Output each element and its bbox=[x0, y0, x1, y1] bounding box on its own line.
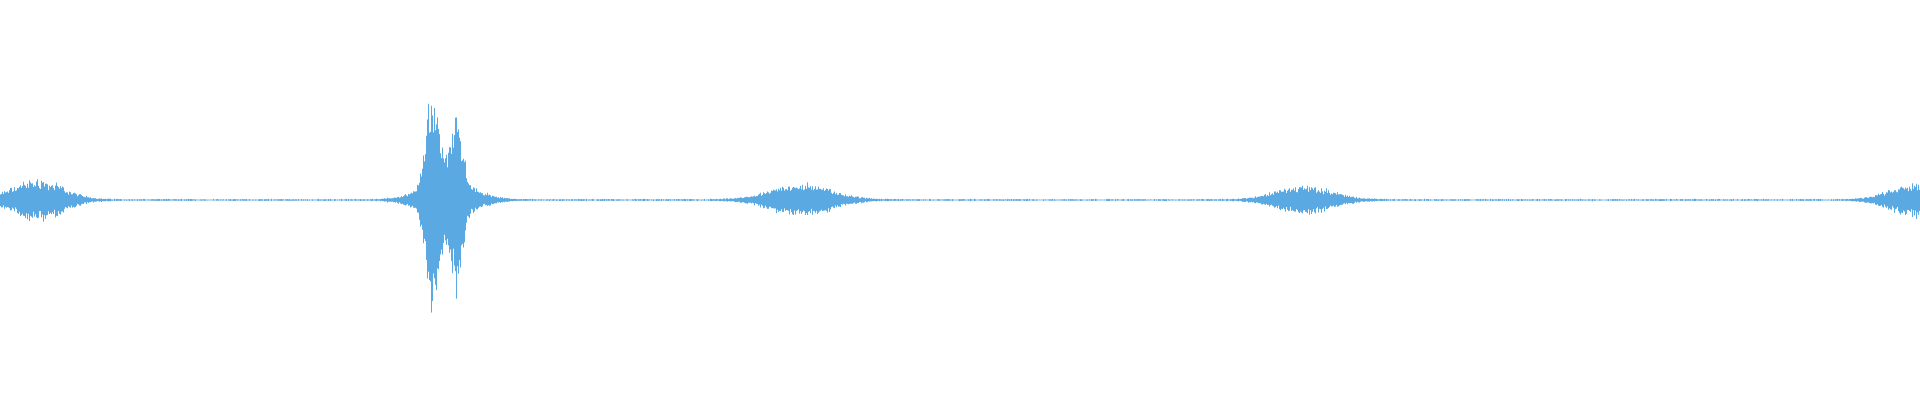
waveform-trace bbox=[0, 103, 1920, 313]
waveform-bars bbox=[0, 103, 1920, 313]
